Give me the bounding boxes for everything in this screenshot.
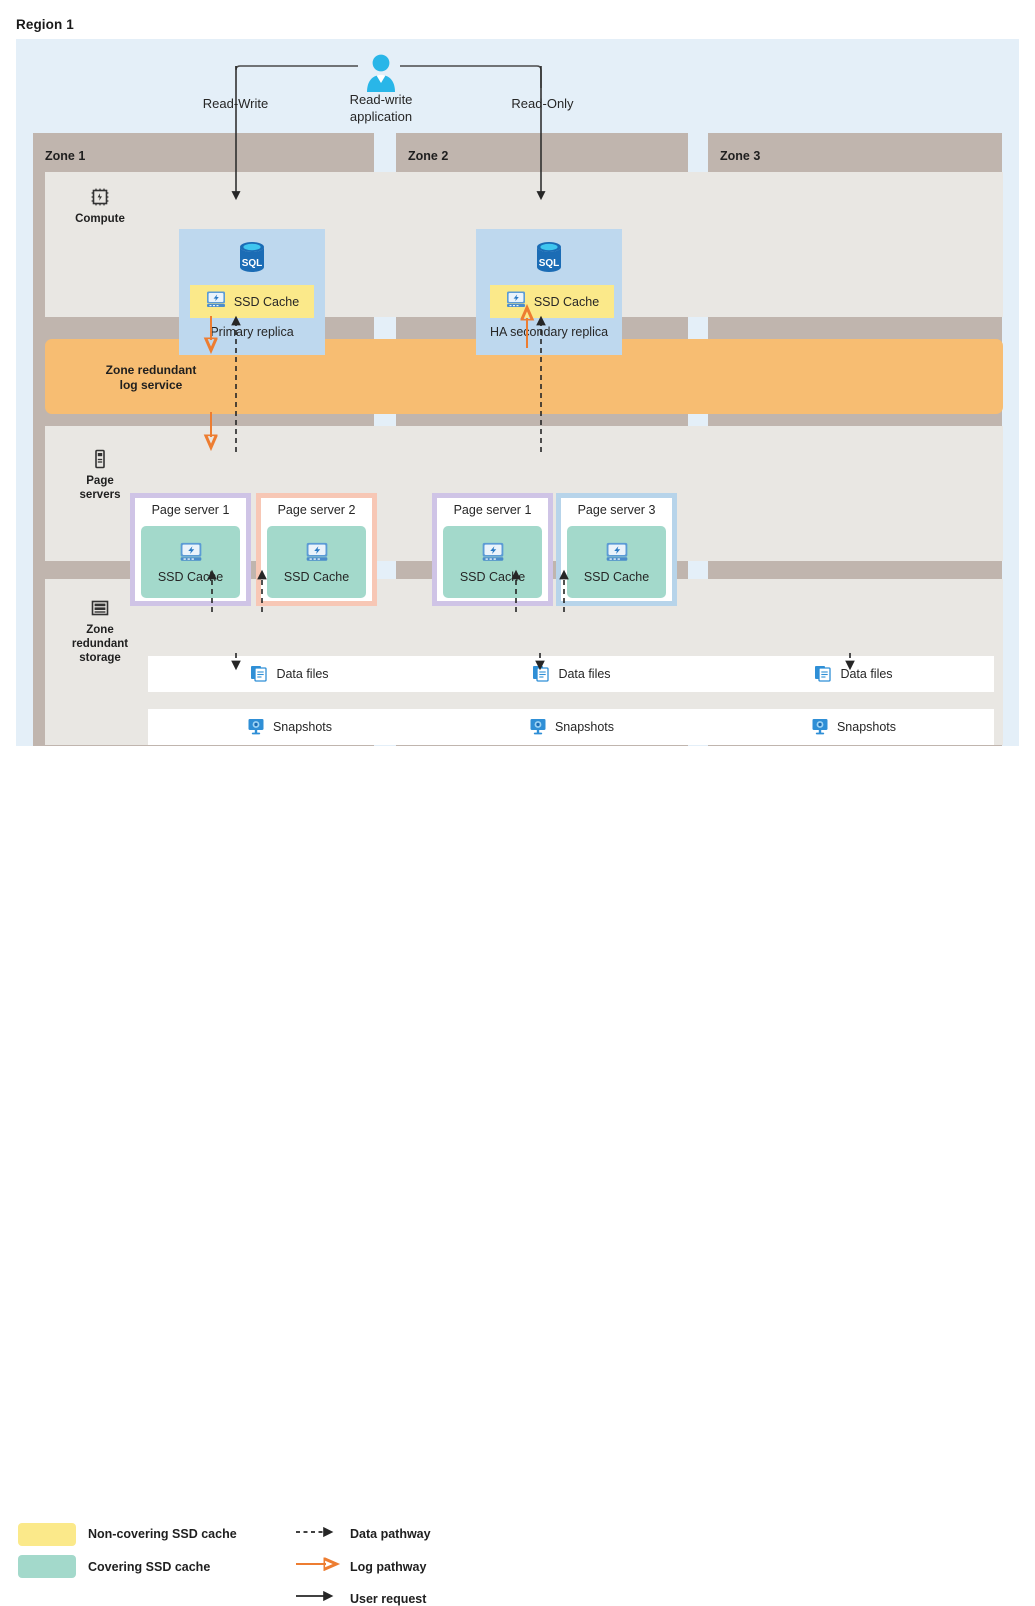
data-files-icon xyxy=(813,663,833,686)
storage-stack-icon xyxy=(89,597,111,619)
legend-label-non-covering: Non-covering SSD cache xyxy=(88,1527,237,1541)
svg-text:SQL: SQL xyxy=(539,258,560,269)
server-device-icon xyxy=(89,448,111,470)
ssd-drive-icon xyxy=(480,540,506,568)
rail-page-servers-label: Page servers xyxy=(79,475,121,501)
ssd-cache-label: SSD Cache xyxy=(283,570,350,584)
ssd-cache-block: SSD Cache xyxy=(567,526,666,598)
data-files-cell[interactable]: Data files xyxy=(148,663,430,686)
page-server-card[interactable]: Page server 1 SSD Cache xyxy=(130,493,251,606)
ssd-drive-icon xyxy=(178,540,204,568)
legend-swatch-covering xyxy=(18,1555,76,1578)
page-server-title: Page server 3 xyxy=(577,503,656,517)
data-files-cell[interactable]: Data files xyxy=(430,663,712,686)
user-icon xyxy=(364,52,398,97)
legend-label-data-pathway: Data pathway xyxy=(350,1527,431,1541)
replica-ha-secondary[interactable]: SQL SSD Cache HA secondary replica xyxy=(476,229,622,355)
rail-compute: Compute xyxy=(57,186,143,226)
page-title: Region 1 xyxy=(16,17,74,32)
snapshot-icon xyxy=(246,716,266,739)
storage-row-snapshots: Snapshots Snapshots xyxy=(148,709,994,745)
snapshots-cell[interactable]: Snapshots xyxy=(148,716,430,739)
data-files-label: Data files xyxy=(276,667,329,681)
replica-caption-primary: Primary replica xyxy=(210,325,294,339)
legend-label-log-pathway: Log pathway xyxy=(350,1560,427,1574)
snapshot-icon xyxy=(528,716,548,739)
page-server-card[interactable]: Page server 1 SSD Cache xyxy=(432,493,553,606)
read-only-path-label: Read-Only xyxy=(511,96,574,111)
snapshot-icon xyxy=(810,716,830,739)
storage-row-data-files: Data files Data files xyxy=(148,656,994,692)
diagram-canvas: Region 1 Zone 1 Zone 2 Zone 3 xyxy=(0,17,1035,1606)
data-files-icon xyxy=(531,663,551,686)
legend-label-user-request: User request xyxy=(350,1592,427,1606)
ssd-cache-block: SSD Cache xyxy=(267,526,366,598)
ssd-cache-chip-primary: SSD Cache xyxy=(190,285,314,318)
replica-caption-secondary: HA secondary replica xyxy=(489,325,609,339)
rail-page-servers: Page servers xyxy=(57,448,143,502)
page-server-card[interactable]: Page server 2 SSD Cache xyxy=(256,493,377,606)
data-files-label: Data files xyxy=(558,667,611,681)
rail-storage-label: Zone redundant storage xyxy=(71,624,129,664)
ssd-cache-label: SSD Cache xyxy=(157,570,224,584)
legend-label-covering: Covering SSD cache xyxy=(88,1560,211,1574)
ssd-drive-icon xyxy=(304,540,330,568)
snapshots-label: Snapshots xyxy=(836,720,897,734)
ssd-cache-label: SSD Cache xyxy=(233,294,300,309)
ssd-drive-icon xyxy=(505,289,527,314)
zone-header-label-1: Zone 1 xyxy=(45,149,86,163)
legend-arrow-data-pathway xyxy=(296,1526,334,1538)
log-service-label: Zone redundant log service xyxy=(105,363,197,392)
snapshots-cell[interactable]: Snapshots xyxy=(430,716,712,739)
snapshots-label: Snapshots xyxy=(554,720,615,734)
data-files-icon xyxy=(249,663,269,686)
sql-database-icon: SQL xyxy=(532,239,566,284)
ssd-cache-label: SSD Cache xyxy=(583,570,650,584)
ssd-cache-block: SSD Cache xyxy=(443,526,542,598)
application-label: Read-write application xyxy=(349,92,413,124)
ssd-cache-label: SSD Cache xyxy=(459,570,526,584)
replica-primary[interactable]: SQL SSD Cache Primary replica xyxy=(179,229,325,355)
page-server-title: Page server 1 xyxy=(453,503,532,517)
zone-header-label-2: Zone 2 xyxy=(408,149,449,163)
snapshots-label: Snapshots xyxy=(272,720,333,734)
legend: Non-covering SSD cache Covering SSD cach… xyxy=(0,755,1035,1606)
rail-compute-label: Compute xyxy=(75,213,125,225)
legend-arrow-log-pathway xyxy=(296,1557,341,1571)
rail-storage: Zone redundant storage xyxy=(57,597,143,665)
ssd-cache-chip-secondary: SSD Cache xyxy=(490,285,614,318)
legend-arrow-user-request xyxy=(296,1590,334,1602)
ssd-cache-block: SSD Cache xyxy=(141,526,240,598)
page-server-title: Page server 1 xyxy=(151,503,230,517)
ssd-drive-icon xyxy=(604,540,630,568)
sql-database-icon: SQL xyxy=(235,239,269,284)
ssd-cache-label: SSD Cache xyxy=(533,294,600,309)
snapshots-cell[interactable]: Snapshots xyxy=(712,716,994,739)
region-panel: Zone 1 Zone 2 Zone 3 xyxy=(16,39,1019,746)
data-files-label: Data files xyxy=(840,667,893,681)
legend-swatch-non-covering xyxy=(18,1523,76,1546)
page-server-card[interactable]: Page server 3 SSD Cache xyxy=(556,493,677,606)
cpu-chip-icon xyxy=(89,186,111,208)
data-files-cell[interactable]: Data files xyxy=(712,663,994,686)
read-write-path-label: Read-Write xyxy=(202,96,269,111)
ssd-drive-icon xyxy=(205,289,227,314)
page-server-title: Page server 2 xyxy=(277,503,356,517)
zone-header-label-3: Zone 3 xyxy=(720,149,761,163)
svg-text:SQL: SQL xyxy=(242,258,263,269)
